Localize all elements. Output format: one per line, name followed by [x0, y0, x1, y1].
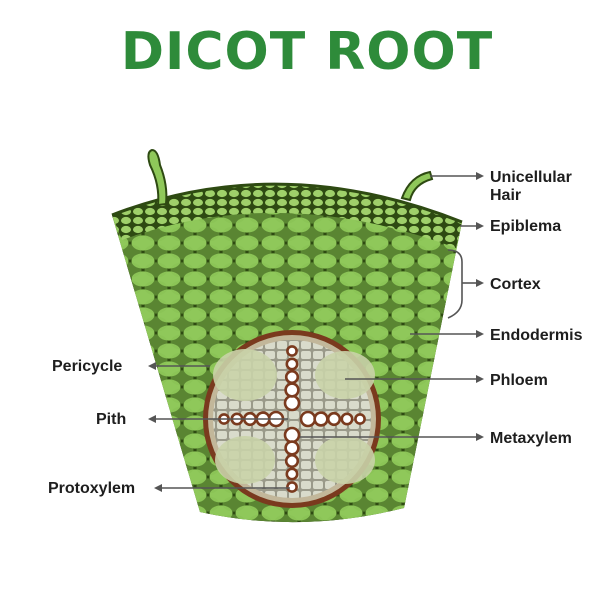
cortex-bracket [447, 249, 463, 319]
label-arrows [148, 172, 484, 492]
label-cortex: Cortex [490, 276, 541, 293]
xylem-vessels [218, 345, 366, 493]
label-endodermis: Endodermis [490, 327, 583, 344]
phloem-patch-upper-left [213, 349, 277, 401]
metaxylem-vessel [299, 410, 317, 428]
label-phloem: Phloem [490, 372, 548, 389]
label-metaxylem: Metaxylem [490, 430, 572, 447]
root-hair-left [147, 148, 168, 207]
protoxylem-vessel [286, 345, 298, 357]
metaxylem-vessel [313, 411, 329, 427]
page-title: DICOT ROOT [120, 22, 494, 82]
metaxylem-vessel [284, 440, 300, 456]
metaxylem-vessel [284, 453, 300, 469]
phloem-patch-lower-left [215, 436, 275, 484]
protoxylem-vessel [354, 413, 366, 425]
epiblema-layer [111, 182, 463, 248]
metaxylem-vessel [283, 394, 301, 412]
label-epiblema: Epiblema [490, 218, 561, 235]
metaxylem-vessel [285, 357, 299, 371]
stele [203, 330, 381, 508]
label-unicellular-hair-line1: Unicellular [490, 169, 572, 186]
metaxylem-vessel [285, 467, 299, 481]
metaxylem-vessel [283, 426, 301, 444]
metaxylem-vessel [284, 369, 300, 385]
metaxylem-vessel [326, 411, 342, 427]
metaxylem-vessel [284, 382, 300, 398]
root-hair-right [400, 170, 434, 202]
protoxylem-vessel [286, 481, 298, 493]
phloem-patch-lower-right [315, 436, 375, 484]
label-protoxylem: Protoxylem [48, 480, 135, 497]
label-pericycle: Pericycle [52, 358, 122, 375]
phloem-patch-upper-right [315, 351, 375, 399]
label-unicellular-hair-line2: Hair [490, 187, 521, 204]
label-pith: Pith [96, 411, 126, 428]
metaxylem-vessel [340, 412, 354, 426]
